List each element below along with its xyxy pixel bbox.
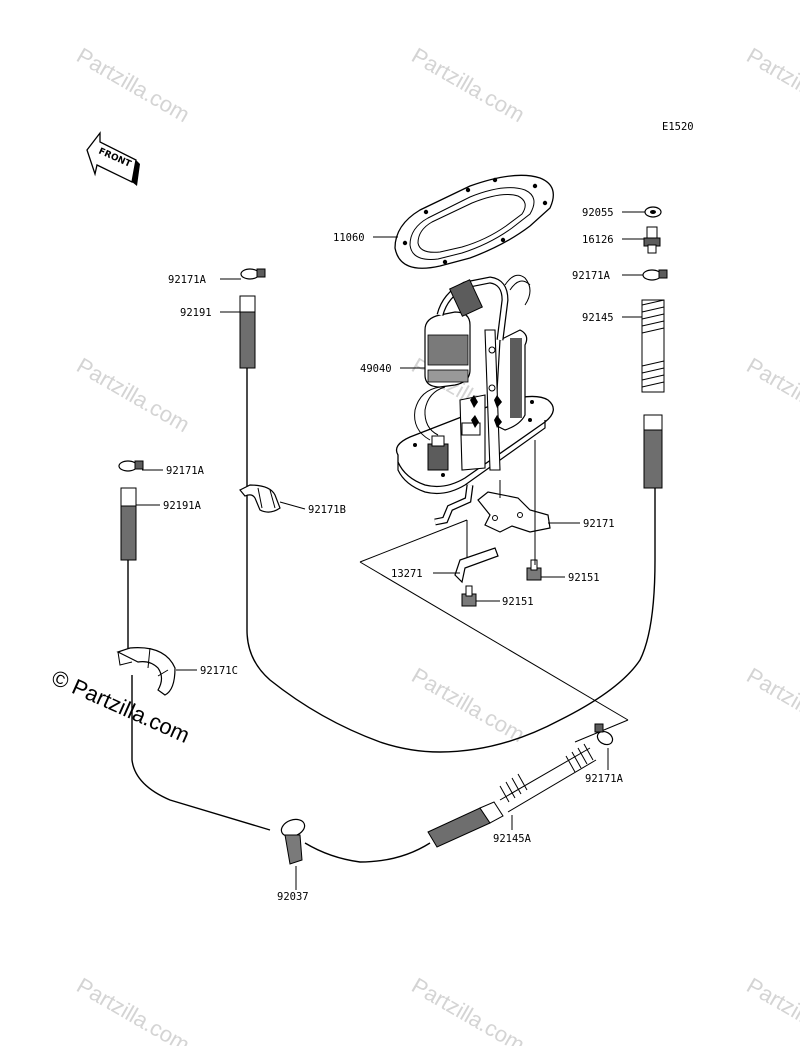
elbow-92037 <box>280 818 306 865</box>
bracket-92171 <box>477 491 551 533</box>
hose-routing <box>127 368 656 863</box>
label-92171A-top-left: 92171A <box>168 274 207 286</box>
bolt-92151-center <box>461 585 477 607</box>
label-92171A-bottom: 92171A <box>585 773 624 785</box>
clamp-92171A-top-right <box>642 269 668 281</box>
watermark: Partzilla.com <box>73 43 195 128</box>
label-92191: 92191 <box>180 307 212 319</box>
gasket-11060 <box>394 174 554 269</box>
watermark-layer: Partzilla.com Partzilla.com Partzilla.co… <box>73 43 800 1046</box>
nipple-16126 <box>643 226 661 254</box>
watermark: Partzilla.com <box>743 663 800 748</box>
hose-92145A <box>427 801 504 848</box>
label-92171: 92171 <box>583 518 615 530</box>
front-arrow-icon: FRONT <box>86 131 140 186</box>
label-92171B: 92171B <box>308 504 346 516</box>
clip-92171C <box>116 647 176 696</box>
watermark: Partzilla.com <box>408 43 530 128</box>
watermark: Partzilla.com <box>743 353 800 438</box>
clip-92171B <box>239 484 281 513</box>
clamp-92171A-top-left <box>240 268 266 280</box>
label-11060: 11060 <box>333 232 365 244</box>
watermark: Partzilla.com <box>408 973 530 1046</box>
spring-92145A <box>499 743 597 813</box>
watermark: Partzilla.com <box>73 973 195 1046</box>
label-92151-center: 92151 <box>502 596 534 608</box>
watermark: Partzilla.com <box>408 663 530 748</box>
label-92171C: 92171C <box>200 665 238 677</box>
label-92055: 92055 <box>582 207 614 219</box>
spring-92145 <box>641 299 665 393</box>
label-49040: 49040 <box>360 363 392 375</box>
hose-92145-filter <box>643 414 663 489</box>
label-92191A: 92191A <box>163 500 202 512</box>
fuel-pump-assembly-49040 <box>395 274 554 526</box>
hose-92191A <box>120 487 137 561</box>
watermark: Partzilla.com <box>743 973 800 1046</box>
bolt-92151-right <box>526 559 542 581</box>
washer-92055 <box>644 206 662 218</box>
leader-lines <box>136 211 645 890</box>
label-13271: 13271 <box>391 568 423 580</box>
watermark: Partzilla.com <box>73 353 195 438</box>
watermark: Partzilla.com <box>743 43 800 128</box>
diagram-code: E1520 <box>662 121 694 133</box>
label-92145A: 92145A <box>493 833 532 845</box>
label-92037: 92037 <box>277 891 309 903</box>
label-16126: 16126 <box>582 234 614 246</box>
clamp-92171A-left <box>118 460 144 472</box>
label-92171A-left: 92171A <box>166 465 205 477</box>
hose-92191 <box>239 295 256 369</box>
label-92171A-top-right: 92171A <box>572 270 611 282</box>
label-92151-right: 92151 <box>568 572 600 584</box>
clamp-92171A-bottom <box>594 723 614 746</box>
bracket-13271 <box>454 547 499 584</box>
label-92145: 92145 <box>582 312 614 324</box>
part-labels: 11060 92055 16126 92171A 92145 92171A 92… <box>163 207 624 903</box>
